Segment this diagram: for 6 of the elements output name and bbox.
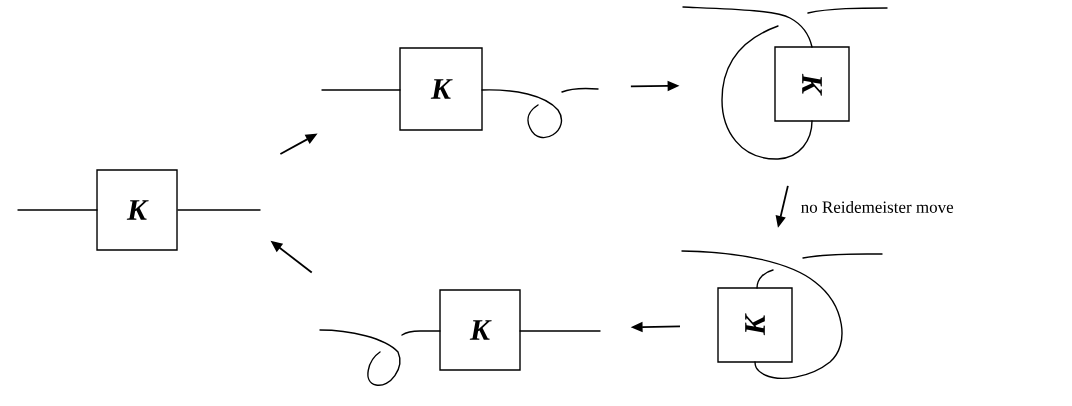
tangle-box: K: [399, 47, 483, 131]
tangle-box: K: [439, 289, 521, 371]
edge-label: no Reidemeister move: [799, 199, 955, 214]
tangle-box: K: [717, 287, 793, 363]
tangle-box: K: [96, 169, 178, 251]
tangle-box: K: [774, 46, 850, 122]
